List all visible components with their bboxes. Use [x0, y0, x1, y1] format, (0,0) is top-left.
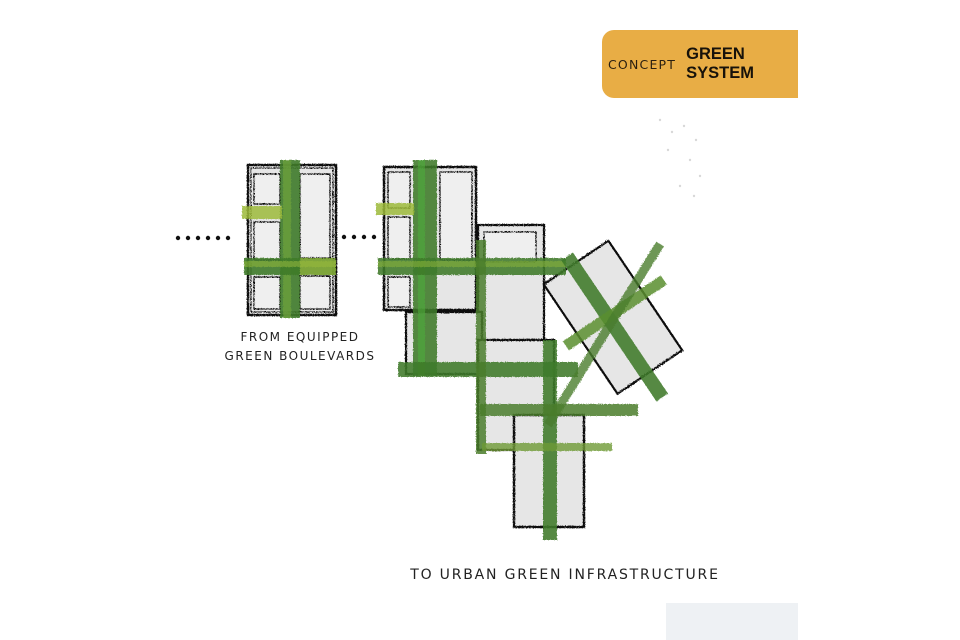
- green-system-title: GREEN SYSTEM: [686, 45, 754, 82]
- urban-cluster: [376, 160, 684, 540]
- caption-from-line1: FROM EQUIPPED: [240, 330, 360, 344]
- caption-to-infrastructure: TO URBAN GREEN INFRASTRUCTURE: [410, 567, 720, 583]
- caption-from-boulevards: FROM EQUIPPED GREEN BOULEVARDS: [220, 328, 380, 366]
- concept-tag: CONCEPT GREEN SYSTEM: [602, 30, 798, 98]
- boulevard-block: [242, 160, 338, 318]
- dotted-connector-mid: [341, 234, 377, 240]
- faint-marks: [658, 118, 702, 198]
- concept-label: CONCEPT: [608, 56, 677, 72]
- footer-panel: [666, 603, 798, 640]
- caption-from-line2: GREEN BOULEVARDS: [224, 349, 376, 363]
- dotted-connector-left: [175, 235, 231, 241]
